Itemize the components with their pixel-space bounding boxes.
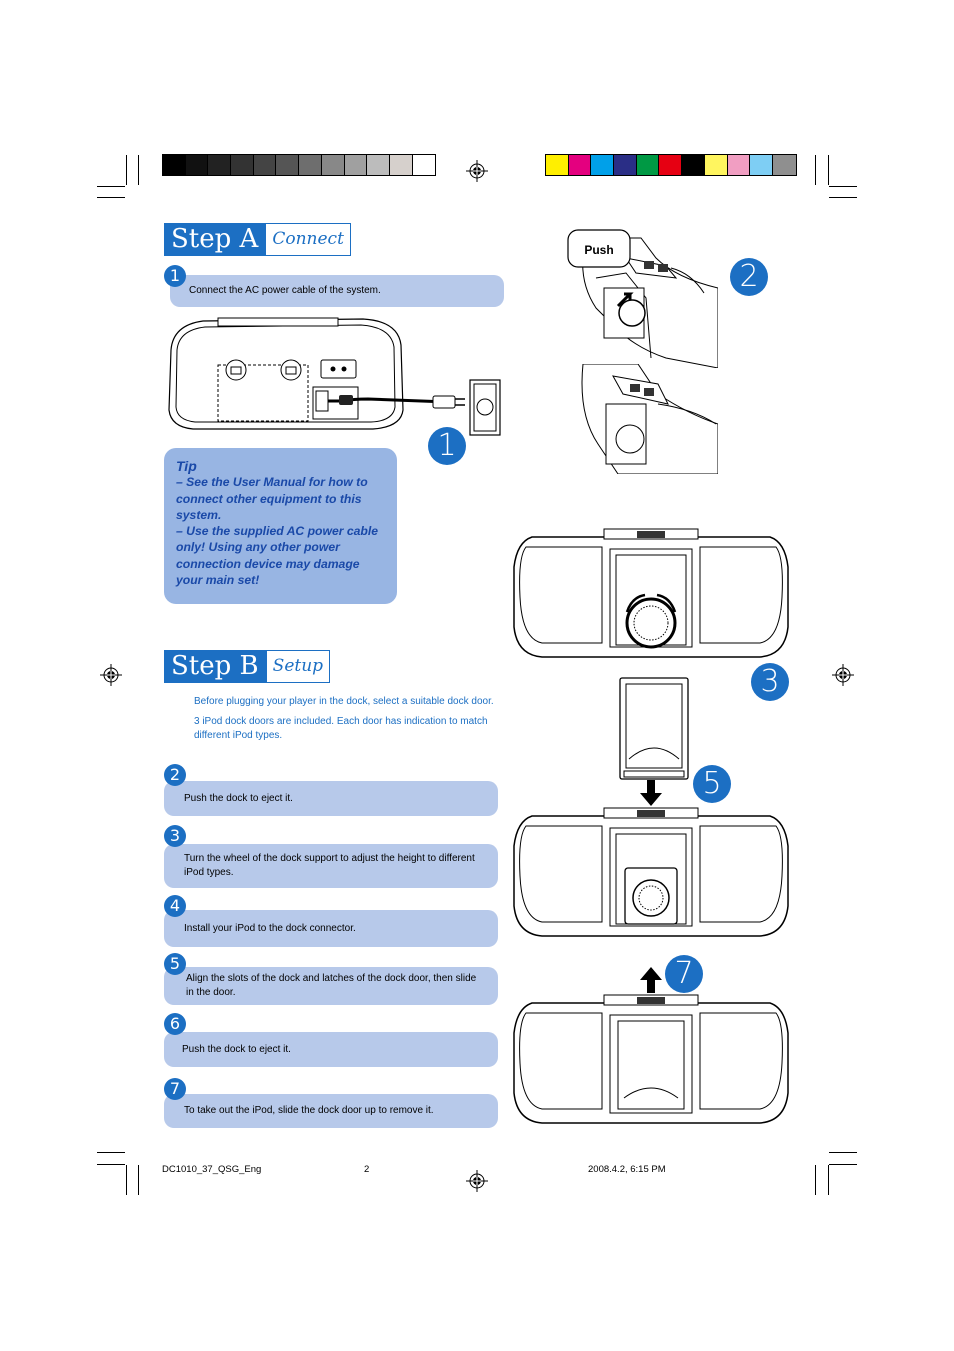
crop-mark — [828, 1165, 829, 1195]
tip-line: – Use the supplied AC power cable only! … — [176, 524, 379, 588]
dock-door-illustration — [619, 677, 689, 780]
tip-box: Tip – See the User Manual for how to con… — [164, 448, 397, 604]
color-swatch — [185, 155, 209, 175]
instruction-box: To take out the iPod, slide the dock doo… — [164, 1094, 498, 1128]
step-a-sub: Connect — [265, 223, 351, 256]
instruction-box: Turn the wheel of the dock support to ad… — [164, 844, 498, 888]
crop-mark — [815, 155, 816, 185]
color-swatch — [546, 155, 569, 175]
boombox-dock-iPod-illustration — [513, 807, 789, 937]
color-swatch — [682, 155, 705, 175]
color-swatch — [772, 155, 796, 175]
instruction-text: Push the dock to eject it. — [184, 792, 293, 804]
crop-mark — [97, 197, 125, 198]
boombox-door-illustration — [513, 994, 789, 1124]
figure-number: 1 — [428, 427, 466, 465]
instruction-box: Push the dock to eject it. — [164, 781, 498, 816]
color-swatch — [614, 155, 637, 175]
color-swatch — [163, 155, 186, 175]
instruction-text: Turn the wheel of the dock support to ad… — [184, 853, 475, 878]
figure-number: 5 — [693, 765, 731, 803]
crop-mark — [829, 1164, 857, 1165]
intro-text: 3 iPod dock doors are included. Each doo… — [194, 716, 488, 741]
step-b-label: Step B — [164, 650, 266, 683]
arrow-up-icon — [640, 967, 662, 993]
instruction-text: Align the slots of the dock and latches … — [186, 973, 477, 998]
color-swatch — [659, 155, 683, 175]
registration-mark-icon — [100, 664, 122, 686]
crop-mark — [829, 186, 857, 187]
intro-text: Before plugging your player in the dock,… — [194, 696, 494, 707]
step-number: 5 — [164, 953, 186, 975]
color-swatch — [367, 155, 390, 175]
instruction-text: Connect the AC power cable of the system… — [189, 285, 381, 296]
crop-mark — [97, 1152, 125, 1153]
step-b-header: Step B Setup — [164, 650, 331, 683]
boombox-dock-wheel-illustration — [513, 528, 789, 658]
crop-mark — [97, 186, 125, 187]
color-swatch — [704, 155, 728, 175]
figure-number: 2 — [730, 258, 768, 296]
registration-mark-icon — [832, 664, 854, 686]
step-a-label: Step A — [164, 223, 266, 256]
crop-mark — [138, 1165, 139, 1195]
color-swatch — [253, 155, 277, 175]
boombox-back-illustration — [168, 317, 501, 436]
arrow-down-icon — [640, 780, 662, 806]
footer-date: 2008.4.2, 6:15 PM — [588, 1164, 666, 1175]
step-number: 2 — [164, 764, 186, 786]
step-b-sub: Setup — [265, 650, 331, 683]
registration-mark-icon — [466, 1170, 488, 1192]
grayscale-bar — [162, 154, 437, 176]
step-number: 6 — [164, 1013, 186, 1035]
crop-mark — [126, 155, 127, 185]
color-bar — [545, 154, 797, 176]
color-swatch — [568, 155, 592, 175]
instruction-text: Install your iPod to the dock connector. — [184, 922, 356, 934]
crop-mark — [815, 1165, 816, 1195]
color-swatch — [276, 155, 300, 175]
color-swatch — [412, 155, 436, 175]
tip-title: Tip — [176, 458, 197, 474]
color-swatch — [231, 155, 254, 175]
color-swatch — [727, 155, 751, 175]
step-number: 1 — [164, 265, 186, 287]
instruction-text: To take out the iPod, slide the dock doo… — [184, 1105, 434, 1116]
instruction-box: Install your iPod to the dock connector. — [164, 910, 498, 947]
color-swatch — [208, 155, 232, 175]
registration-mark-icon — [466, 160, 488, 182]
crop-mark — [829, 1152, 857, 1153]
step-number: 4 — [164, 895, 186, 917]
color-swatch — [636, 155, 660, 175]
dock-push-illustration: Push — [567, 229, 718, 368]
instruction-text: Push the dock to eject it. — [182, 1043, 291, 1055]
figure-number: 7 — [665, 955, 703, 993]
color-swatch — [591, 155, 615, 175]
crop-mark — [828, 155, 829, 185]
color-swatch — [321, 155, 345, 175]
crop-mark — [97, 1164, 125, 1165]
footer-page: 2 — [364, 1164, 370, 1175]
tip-line: – See the User Manual for how to connect… — [176, 475, 368, 522]
instruction-box: Connect the AC power cable of the system… — [170, 275, 504, 307]
color-swatch — [389, 155, 413, 175]
footer-file: DC1010_37_QSG_Eng — [162, 1164, 262, 1175]
step-number: 7 — [164, 1078, 186, 1100]
instruction-box: Push the dock to eject it. — [164, 1032, 498, 1067]
crop-mark — [829, 197, 857, 198]
step-number: 3 — [164, 825, 186, 847]
dock-ejected-illustration — [581, 364, 718, 474]
push-label: Push — [584, 243, 613, 257]
color-swatch — [344, 155, 368, 175]
crop-mark — [138, 155, 139, 185]
color-swatch — [750, 155, 773, 175]
figure-number: 3 — [751, 663, 789, 701]
color-swatch — [299, 155, 322, 175]
instruction-box: Align the slots of the dock and latches … — [164, 967, 498, 1005]
crop-mark — [126, 1165, 127, 1195]
step-a-header: Step A Connect — [164, 223, 351, 256]
